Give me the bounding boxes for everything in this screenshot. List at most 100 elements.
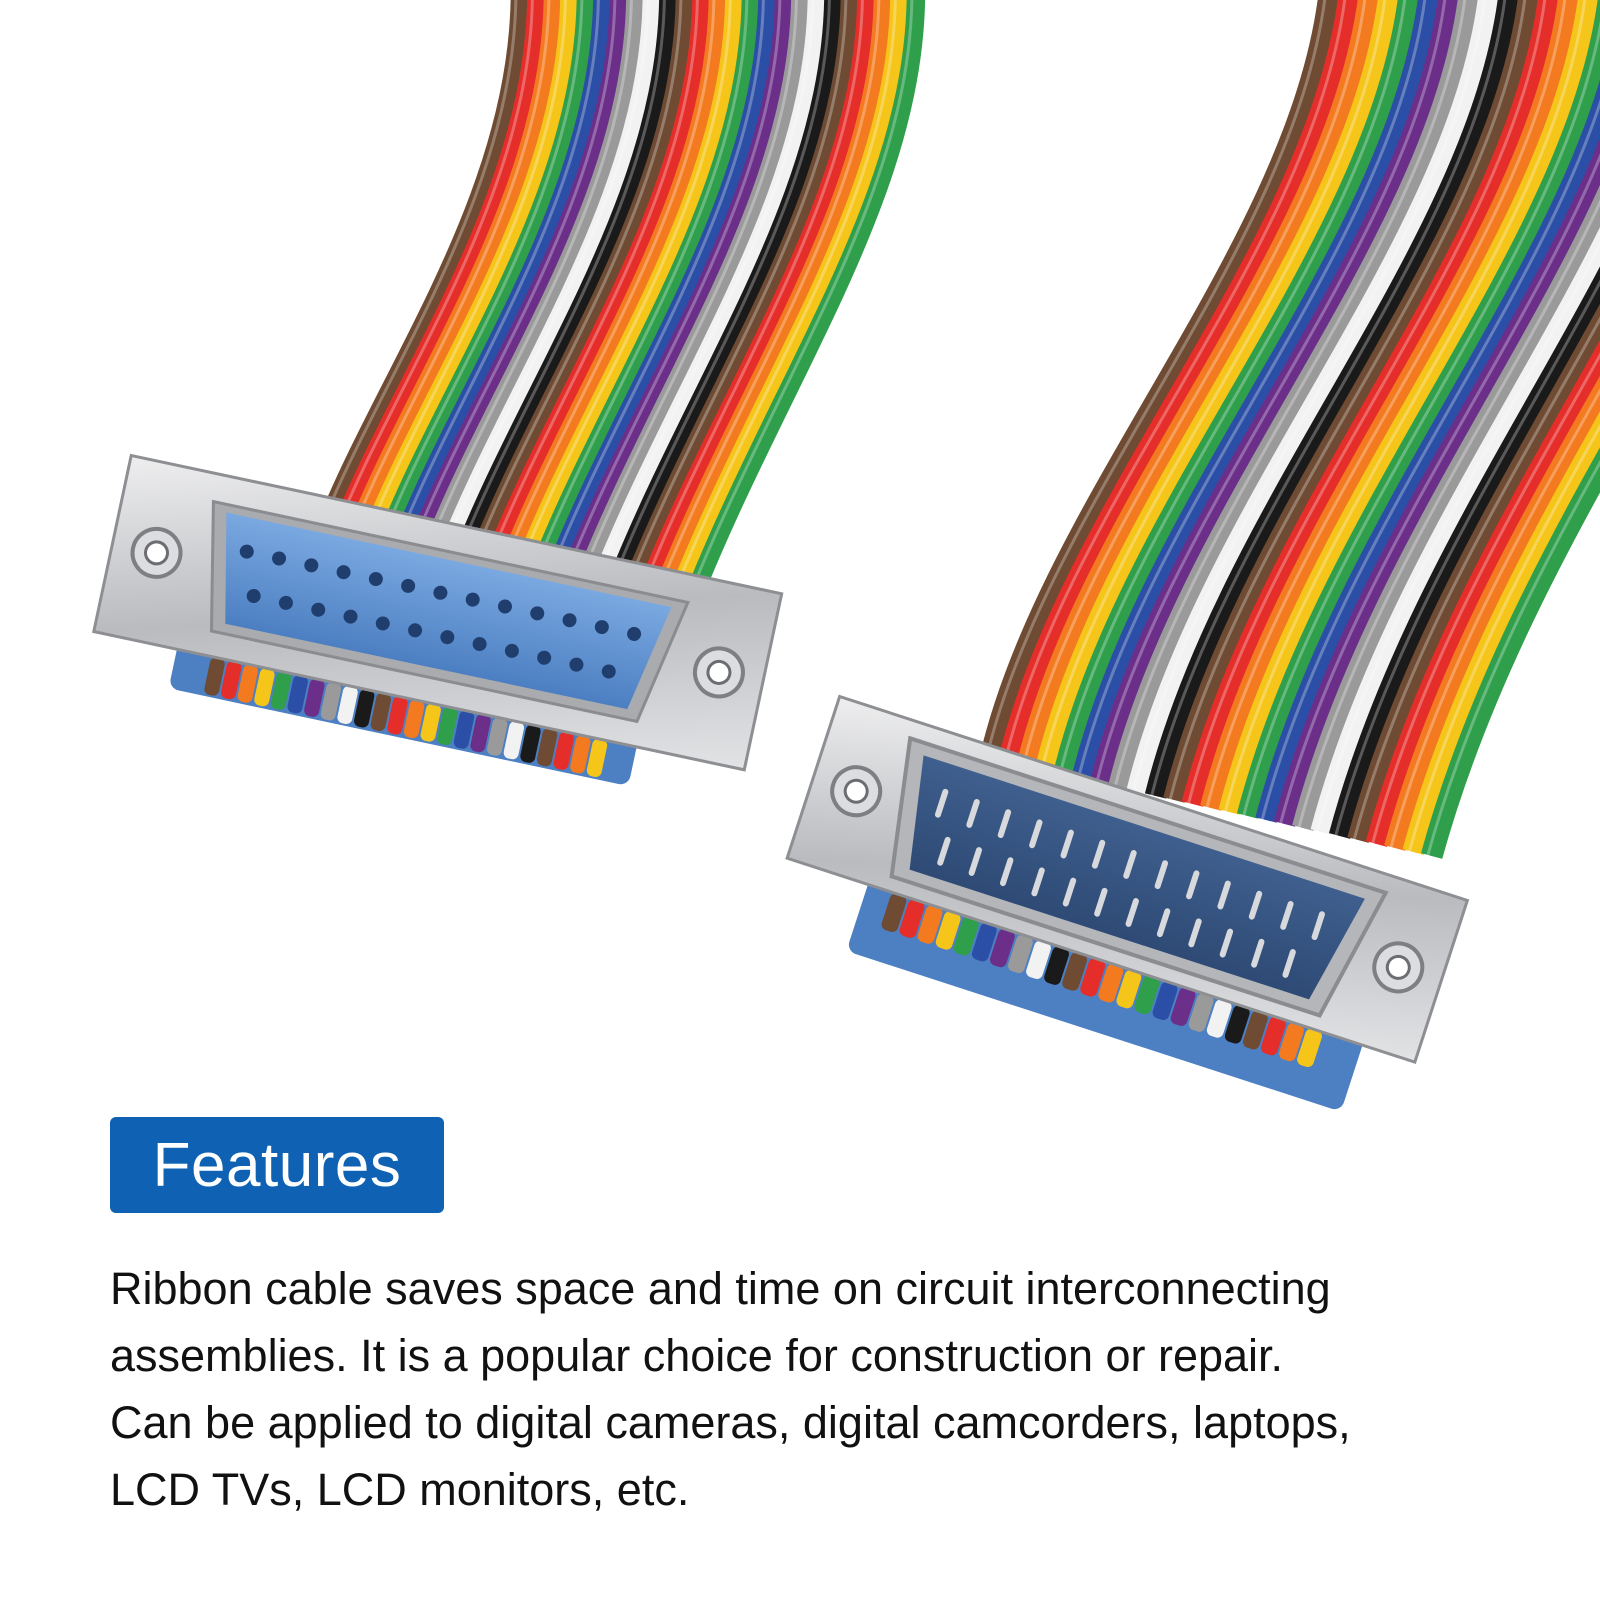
connector-pins [934,788,1325,978]
strand-highlight [633,0,864,610]
strand-highlight [1113,0,1467,789]
ribbon-strand [1089,0,1460,787]
connector-pin [1062,877,1077,907]
description-line: Ribbon cable saves space and time on cir… [110,1263,1331,1314]
ribbon-strand [326,0,546,547]
ribbon-strand [1218,0,1600,815]
ribbon-strand [311,0,530,544]
socket-hole [401,578,416,593]
crimp-wire [971,923,997,962]
socket-hole [433,585,448,600]
ribbon-strand [1365,339,1600,847]
socket-hole [368,572,383,587]
strand-highlight [1278,152,1600,825]
connector-pin [1248,890,1263,920]
connector-pin [1188,918,1202,948]
ribbon-strand [1108,0,1480,791]
description-line: LCD TVs, LCD monitors, etc. [110,1464,690,1515]
strand-highlight [436,0,650,567]
strand-highlight [1223,0,1587,813]
connector-pin [1282,949,1296,978]
ribbon-strand [341,0,563,550]
strand-highlight [511,0,732,584]
strand-highlight [1039,0,1387,773]
strand-highlight [360,0,567,551]
crimp-wire [881,893,907,933]
strand-highlight [481,0,699,577]
ribbon-strand [554,0,794,597]
strand-highlight [1002,0,1347,765]
strand-highlight [496,0,716,581]
crimp-wire [917,905,943,944]
crimp-wire [1134,975,1160,1015]
socket-hole [278,595,293,610]
ribbon-strand [1255,79,1600,823]
crimp-wire [536,728,558,767]
crimp-wire [1080,958,1106,997]
crimp-wire [1062,952,1088,991]
socket-hole [562,613,577,628]
crimp-wire [370,692,392,732]
ribbon-strand [599,0,843,607]
strand-highlight [1260,98,1600,821]
ribbon-cable-right [979,0,1600,859]
crimp-wire [1152,981,1178,1021]
socket-hole [497,599,512,614]
connector-pin [1060,829,1074,859]
socket-hole [239,544,254,559]
strand-highlight [390,0,600,558]
crimp-wire [1242,1011,1268,1050]
crimp-wire [1224,1005,1250,1044]
ribbon-strand [1144,0,1520,799]
strand-highlight [1407,423,1600,853]
crimp-wire [1044,946,1069,985]
crimp-wires-right [881,893,1322,1068]
ribbon-strand [402,0,629,564]
ribbon-strand [1402,411,1600,855]
crimp-wire [570,735,591,774]
socket-hole [311,602,326,617]
connector-pin [1156,908,1171,938]
connector-pin [937,836,951,866]
connector-pin [1219,928,1234,958]
strand-highlight [648,0,881,614]
socket-hole [569,657,584,672]
crimp-wire [437,707,458,746]
strand-highlight [542,0,765,591]
crimp-wire [387,696,408,735]
ribbon-strand [979,0,1340,763]
ribbon-strand [584,0,827,603]
connector-pin [999,857,1014,887]
strand-highlight [663,0,897,617]
crimp-wire [304,678,325,717]
ribbon-strand [675,0,926,623]
ribbon-strand [645,0,893,616]
ribbon-strand [1384,375,1600,851]
crimp-wire [899,899,925,938]
ribbon-strand [432,0,662,570]
ribbon-cable-left [311,0,926,623]
strand-highlight [1094,0,1447,785]
crimp-wire [1261,1017,1286,1056]
ribbon-strand [1163,0,1540,803]
strand-highlight [344,0,551,548]
strand-highlight [527,0,749,587]
features-description: Ribbon cable saves space and time on cir… [110,1255,1550,1523]
socket-hole [246,589,261,604]
ribbon-strand [372,0,596,557]
ribbon-strand [1310,226,1600,835]
connector-pin [1154,860,1169,890]
crimp-wire [586,738,608,777]
ribbon-strand [1016,0,1380,771]
strand-highlight [1168,0,1527,801]
connector-pin [1217,880,1231,910]
crimp-wire [503,721,525,760]
crimp-wire [520,724,541,763]
strand-highlight [587,0,815,600]
socket-hole [272,551,287,566]
strand-highlight [1315,240,1600,833]
strand-highlight [1352,316,1600,841]
crimp-wire [953,917,979,956]
socket-hole [343,609,358,624]
socket-hole [304,558,319,573]
